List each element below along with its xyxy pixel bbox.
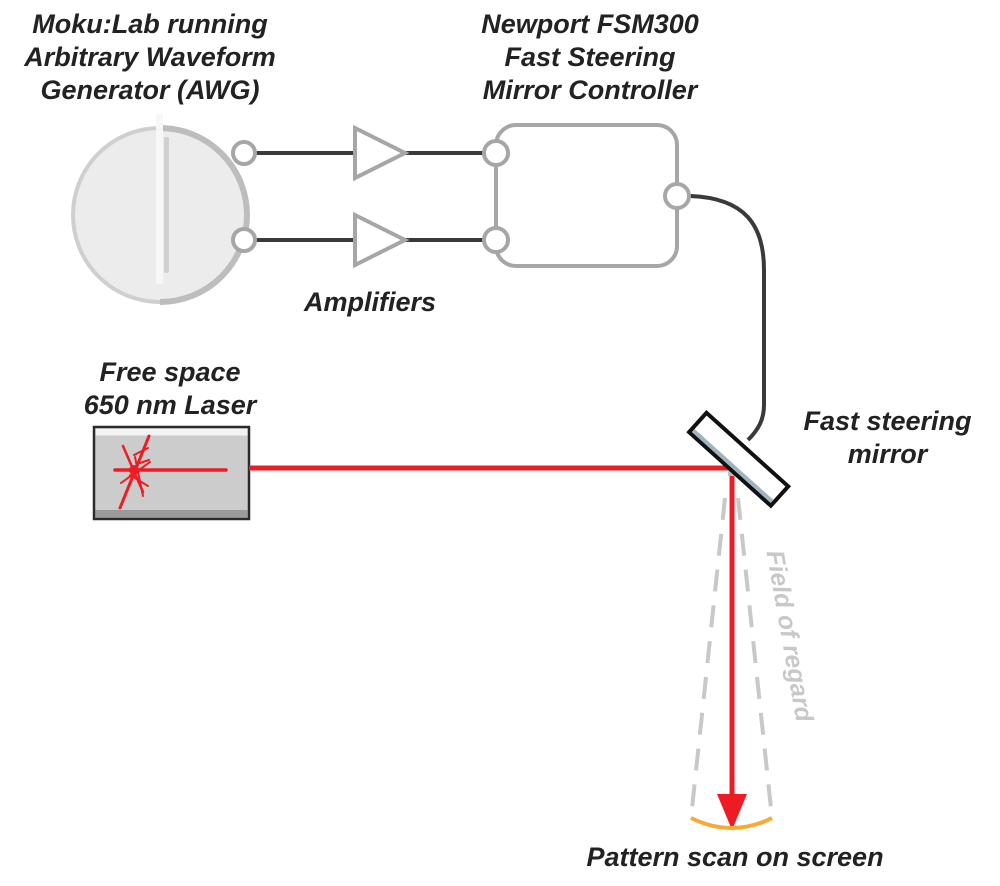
- moku-lab-device: [71, 114, 250, 305]
- fsm-controller-box: [494, 123, 679, 268]
- laser-device: [92, 425, 251, 521]
- awg-output-port-2: [231, 227, 257, 253]
- controller-label-line-2: Fast Steering: [504, 42, 676, 72]
- fast-steering-mirror: [686, 409, 792, 509]
- amplifier-icon-2: [353, 211, 410, 269]
- laser-starburst-icon: [113, 434, 228, 510]
- laser-label-line-2: 650 nm Laser: [83, 390, 257, 420]
- awg-output-port-1: [231, 140, 257, 166]
- awg-label: Moku:Lab running Arbitrary Waveform Gene…: [5, 8, 295, 107]
- moku-center-slot: [156, 114, 163, 284]
- amplifiers-label: Amplifiers: [303, 287, 437, 317]
- laser-label: Free space 650 nm Laser: [50, 356, 290, 422]
- mirror-label: Fast steering mirror: [780, 405, 995, 471]
- field-of-regard-right-boundary: [736, 497, 774, 819]
- controller-input-port-1: [482, 139, 510, 167]
- controller-label-line-3: Mirror Controller: [482, 75, 698, 105]
- beam-arrowhead-icon: [717, 794, 747, 830]
- scan-arc-on-screen: [690, 816, 773, 830]
- laser-bottom-shadow: [95, 510, 248, 518]
- awg-label-line-2: Arbitrary Waveform: [24, 42, 276, 72]
- moku-inner-groove: [164, 137, 169, 273]
- mirror-label-line-2: mirror: [847, 439, 928, 469]
- laser-label-line-1: Free space: [99, 357, 241, 387]
- signal-wires: [256, 151, 484, 242]
- mirror-body: [686, 409, 792, 509]
- mirror-label-line-1: Fast steering: [803, 406, 972, 436]
- laser-top-highlight: [95, 428, 248, 436]
- controller-label-line-1: Newport FSM300: [481, 9, 699, 39]
- laser-body: [92, 425, 251, 521]
- controller-label: Newport FSM300 Fast Steering Mirror Cont…: [445, 8, 735, 107]
- controller-to-mirror-cable: [689, 194, 766, 442]
- awg-label-line-1: Moku:Lab running: [32, 9, 268, 39]
- amplifier-icon-1: [353, 124, 410, 182]
- controller-input-port-2: [482, 226, 510, 254]
- awg-label-line-3: Generator (AWG): [40, 75, 260, 105]
- field-of-regard-left-boundary: [689, 497, 727, 819]
- mirror-reflective-face: [691, 428, 774, 503]
- screen-label: Pattern scan on screen: [586, 842, 884, 872]
- controller-output-port: [663, 182, 691, 210]
- moku-rim-shadow: [159, 125, 250, 305]
